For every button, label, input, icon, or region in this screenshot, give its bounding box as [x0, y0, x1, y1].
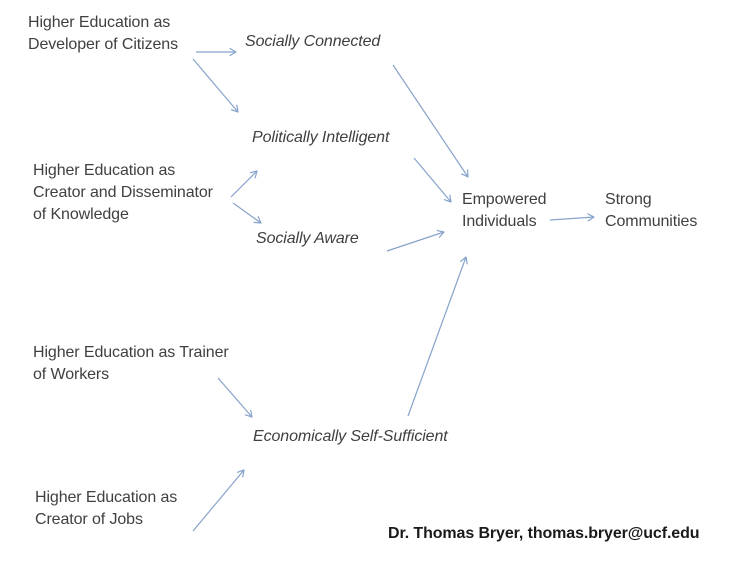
arrow-socially_connected-to-empowered_individuals: [392, 64, 469, 178]
diagram-edges: [192, 47, 595, 532]
attribution-text: Dr. Thomas Bryer, thomas.bryer@ucf.edu: [388, 525, 700, 542]
arrow-economically_self_sufficient-to-empowered_individuals: [407, 256, 468, 417]
arrow-empowered_individuals-to-strong_communities: [549, 213, 595, 222]
node-higher-education-creator-disseminator-knowledge: Higher Education as Creator and Dissemin…: [33, 162, 213, 223]
node-economically-self-sufficient: Economically Self-Sufficient: [253, 428, 448, 445]
arrow-politically_intelligent-to-empowered_individuals: [413, 157, 452, 203]
arrow-hed_knowledge-to-politically_intelligent: [230, 170, 258, 198]
arrow-hed_jobs-to-economically_self_sufficient: [192, 469, 245, 532]
node-higher-education-trainer-of-workers: Higher Education as Trainer of Workers: [33, 344, 229, 383]
arrow-hed_citizens-to-politically_intelligent: [192, 58, 239, 113]
node-strong-communities: Strong Communities: [605, 191, 698, 230]
arrow-socially_aware-to-empowered_individuals: [386, 229, 445, 252]
node-socially-connected: Socially Connected: [245, 33, 381, 50]
node-empowered-individuals: Empowered Individuals: [462, 191, 547, 230]
node-higher-education-developer-of-citizens: Higher Education as Developer of Citizen…: [28, 14, 178, 53]
arrow-hed_workers-to-economically_self_sufficient: [217, 377, 253, 418]
node-higher-education-creator-of-jobs: Higher Education as Creator of Jobs: [35, 489, 178, 528]
arrow-hed_knowledge-to-socially_aware: [232, 202, 262, 224]
node-politically-intelligent: Politically Intelligent: [252, 129, 390, 146]
node-socially-aware: Socially Aware: [256, 230, 359, 247]
